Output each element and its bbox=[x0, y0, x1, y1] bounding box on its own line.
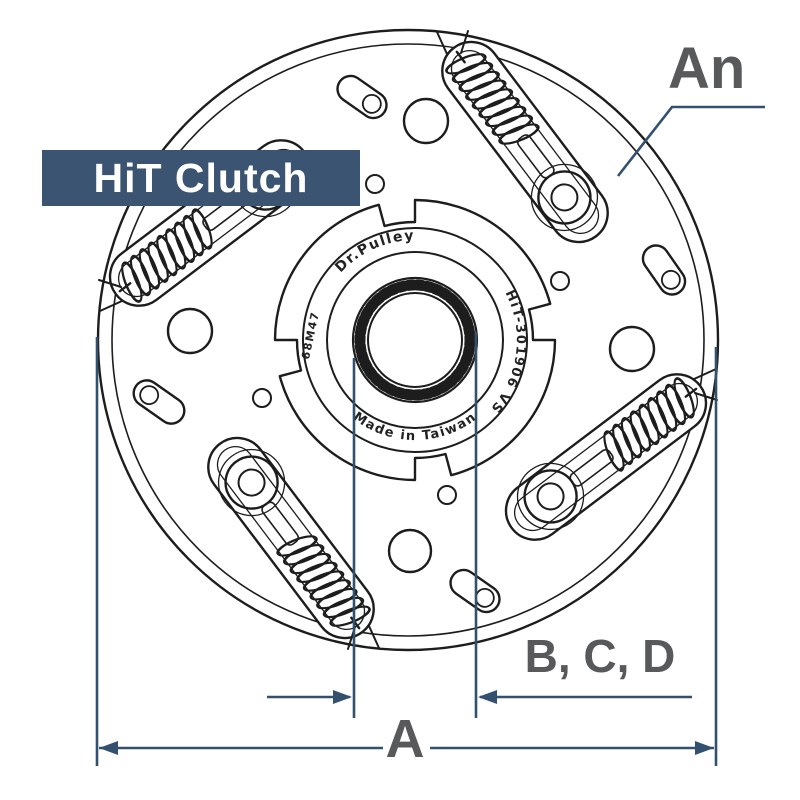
arrowhead-right-icon bbox=[695, 741, 714, 755]
hub-flange bbox=[273, 198, 557, 482]
arrowhead-left-icon bbox=[99, 741, 118, 755]
product-badge: HiT Clutch bbox=[42, 150, 360, 206]
plate-slot bbox=[641, 244, 687, 296]
spline-bore bbox=[351, 276, 479, 404]
plate-slot bbox=[336, 74, 388, 120]
plate-holes bbox=[132, 74, 687, 614]
arrowhead-bore-right-icon bbox=[478, 690, 497, 704]
bore-callout-label: B, C, D bbox=[524, 630, 676, 682]
arrowhead-bore-left-icon bbox=[333, 690, 352, 704]
hub: Dr.Pulley HiT-301906 VS Made in Taiwan 6… bbox=[273, 198, 557, 482]
plate-slot bbox=[449, 568, 501, 614]
leader-line-an bbox=[616, 105, 765, 177]
angle-callout-label: An bbox=[668, 36, 746, 101]
dimension-lines bbox=[95, 105, 765, 766]
plate-slot bbox=[132, 379, 186, 425]
diameter-callout-label: A bbox=[385, 709, 425, 769]
